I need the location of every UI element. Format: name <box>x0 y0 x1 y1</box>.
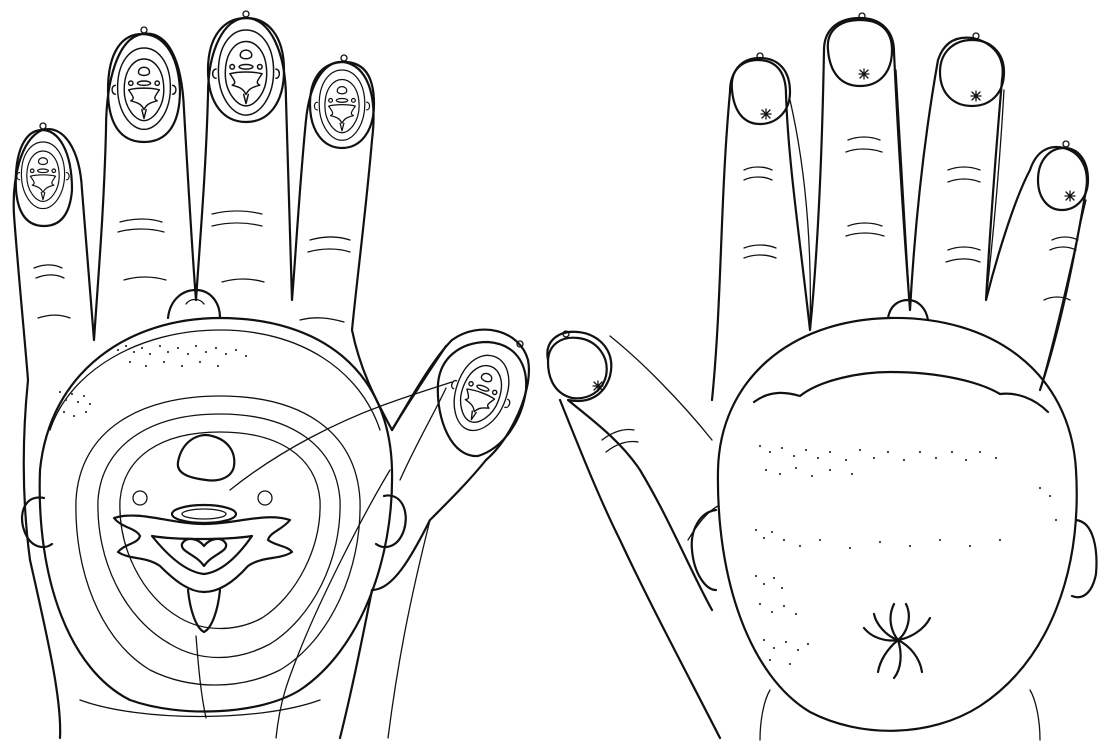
left-fingertip-faces <box>16 11 526 456</box>
back-head-hairline <box>754 372 1048 412</box>
palm-face-chin <box>188 590 220 632</box>
right-finger-creases <box>744 137 1078 300</box>
middle-finger-face-icon <box>213 30 280 115</box>
thumb-tip-head <box>438 342 526 456</box>
right-thumb-outline <box>547 332 712 610</box>
little-finger-tip-head <box>16 130 72 226</box>
right-little-nail <box>1038 148 1088 210</box>
right-fingernails <box>732 13 1088 210</box>
palm-face-mouth <box>114 516 292 592</box>
right-hand <box>547 13 1096 740</box>
palm-face-forehead-shape <box>178 435 234 480</box>
palm-face-left-eye <box>133 491 147 505</box>
ring-finger-face-icon <box>112 48 176 129</box>
thumb-face-icon <box>439 346 523 440</box>
palm-top-nub <box>168 290 220 318</box>
right-middle-nail <box>828 20 892 86</box>
palm-stipple <box>59 345 247 417</box>
right-thumb-nail <box>548 338 607 399</box>
little-finger-face-icon <box>17 142 69 209</box>
index-finger-face-icon <box>314 70 369 140</box>
left-thumb-outline <box>372 330 529 590</box>
back-head <box>718 318 1077 731</box>
palm-face-heart <box>182 539 226 566</box>
left-hand <box>14 18 529 738</box>
palm-face-head <box>40 318 392 711</box>
palm-face-right-eye <box>258 491 272 505</box>
back-spiral-mark <box>864 604 930 678</box>
right-hand-outline <box>730 18 1087 390</box>
